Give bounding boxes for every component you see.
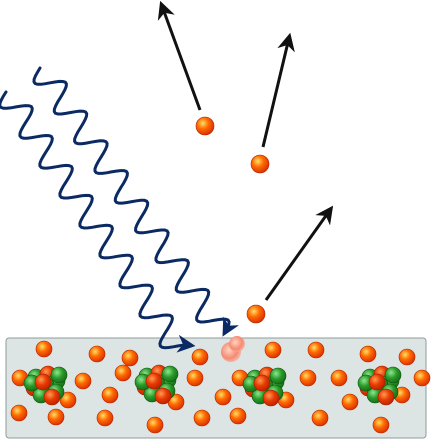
ejected-electron xyxy=(246,304,266,324)
incoming-light-wave xyxy=(32,66,240,337)
neutron xyxy=(384,366,402,384)
free-electron xyxy=(191,348,209,366)
proton xyxy=(43,388,61,406)
proton xyxy=(145,372,163,390)
free-electron xyxy=(121,349,139,367)
free-electron xyxy=(413,369,431,387)
free-electron xyxy=(10,404,28,422)
free-electron xyxy=(35,340,53,358)
free-electron xyxy=(264,341,282,359)
electron-direction-arrow xyxy=(264,205,334,301)
electron-direction-arrow xyxy=(157,0,202,111)
free-electron xyxy=(372,416,390,434)
free-electron xyxy=(114,364,132,382)
atom-nucleus xyxy=(134,364,179,405)
electron-direction-arrow xyxy=(261,32,295,148)
atom-nucleus xyxy=(23,365,68,406)
free-electron xyxy=(96,409,114,427)
free-electron xyxy=(214,388,232,406)
free-electron xyxy=(101,386,119,404)
ejected-electron xyxy=(250,154,270,174)
neutron xyxy=(269,367,287,385)
free-electron xyxy=(186,369,204,387)
free-electron xyxy=(299,369,317,387)
free-electron xyxy=(193,409,211,427)
free-electron xyxy=(229,407,247,425)
atom-nucleus xyxy=(242,366,287,407)
proton xyxy=(34,373,52,391)
proton xyxy=(253,374,271,392)
proton xyxy=(262,389,280,407)
free-electron xyxy=(47,408,65,426)
ejecting-electron xyxy=(229,336,245,352)
free-electron xyxy=(88,345,106,363)
ejected-electron xyxy=(195,116,215,136)
free-electron xyxy=(307,341,325,359)
proton xyxy=(154,387,172,405)
incoming-light-wave xyxy=(0,90,196,353)
proton xyxy=(368,373,386,391)
neutron xyxy=(161,365,179,383)
neutron xyxy=(50,366,68,384)
free-electron xyxy=(146,416,164,434)
free-electron xyxy=(341,393,359,411)
atom-nucleus xyxy=(357,365,402,406)
free-electron xyxy=(330,369,348,387)
free-electron xyxy=(74,372,92,390)
free-electron xyxy=(398,348,416,366)
proton xyxy=(377,388,395,406)
free-electron xyxy=(311,409,329,427)
free-electron xyxy=(359,345,377,363)
free-electron xyxy=(59,391,77,409)
